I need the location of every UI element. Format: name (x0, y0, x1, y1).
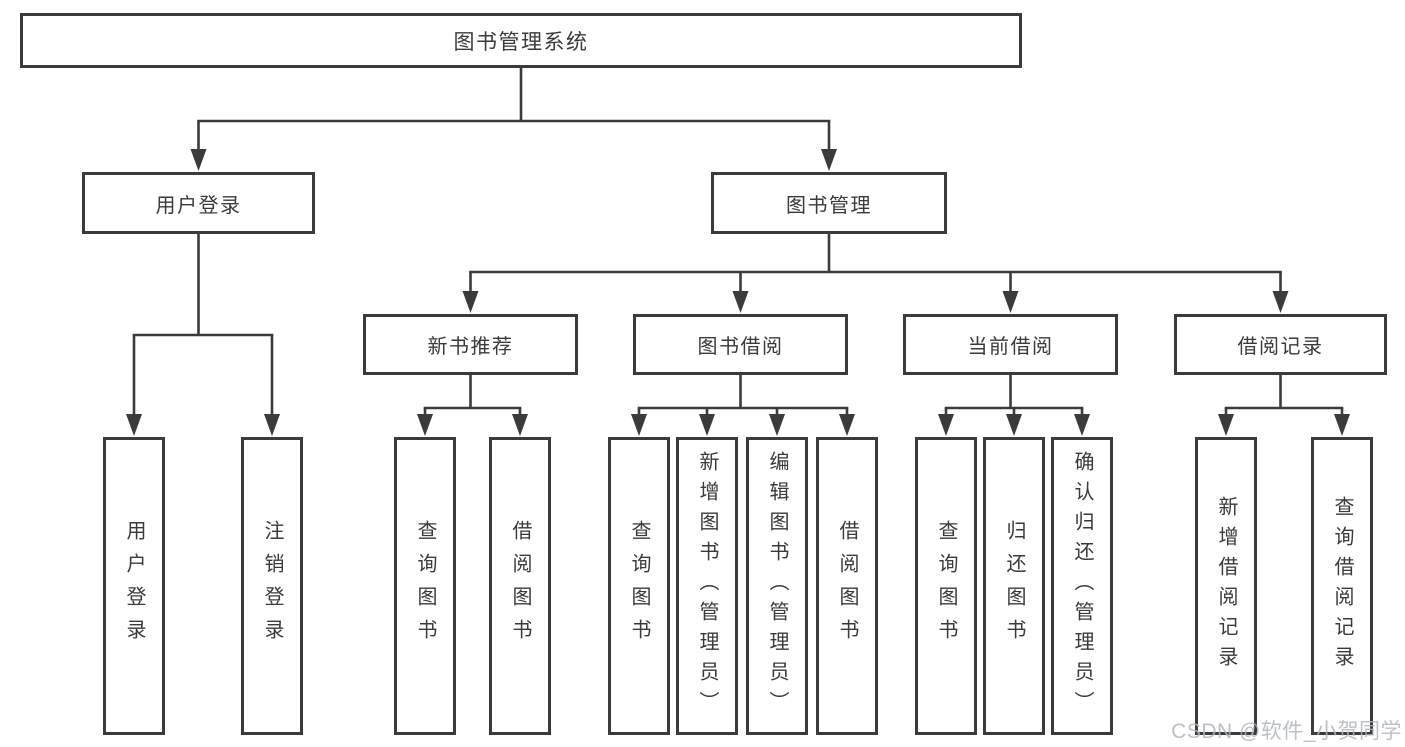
node-book-borrowing: 图书借阅 (633, 314, 848, 375)
node-label: 借阅记录 (1237, 336, 1324, 358)
node-label: 查询借阅记录 (1331, 496, 1353, 676)
node-cb-query-books: 查询图书 (915, 437, 977, 735)
node-label: 查询图书 (414, 520, 436, 652)
node-new-book-recommend: 新书推荐 (363, 314, 578, 375)
node-label: 图书借阅 (697, 336, 784, 358)
node-bb-borrow-books: 借阅图书 (816, 437, 878, 735)
node-br-add-record: 新增借阅记录 (1195, 437, 1257, 735)
node-borrowing-records: 借阅记录 (1174, 314, 1387, 375)
node-nb-query-books: 查询图书 (394, 437, 456, 735)
node-ul-logout: 注销登录 (241, 437, 303, 735)
node-cb-confirm-return: 确认归还（管理员） (1051, 437, 1113, 735)
node-bb-query-books: 查询图书 (608, 437, 670, 735)
node-label: 编辑图书（管理员） (766, 451, 788, 721)
node-current-borrowing: 当前借阅 (903, 314, 1118, 375)
node-user-login: 用户登录 (82, 172, 315, 234)
node-label: 新书推荐 (427, 336, 514, 358)
connector-book-management (462, 232, 1289, 313)
node-label: 新增图书（管理员） (696, 451, 718, 721)
connector-root (190, 66, 837, 171)
node-label: 新增借阅记录 (1215, 496, 1237, 676)
node-label: 当前借阅 (967, 336, 1054, 358)
node-cb-return-books: 归还图书 (983, 437, 1045, 735)
node-nb-borrow-books: 借阅图书 (489, 437, 551, 735)
node-label: 借阅图书 (509, 520, 531, 652)
node-label: 确认归还（管理员） (1071, 451, 1093, 721)
node-label: 借阅图书 (836, 520, 858, 652)
node-label: 用户登录 (155, 194, 242, 217)
node-label: 图书管理 (786, 194, 872, 217)
node-bb-edit-books: 编辑图书（管理员） (746, 437, 808, 735)
node-label: 查询图书 (628, 520, 650, 652)
connector-borrowing-records (1218, 373, 1350, 436)
connector-new-book-recommend (417, 373, 528, 436)
node-label: 归还图书 (1003, 520, 1025, 652)
node-ul-user-login: 用户登录 (103, 437, 165, 735)
connector-user-login (126, 232, 280, 436)
node-root: 图书管理系统 (20, 13, 1022, 68)
connector-current-borrowing (938, 373, 1090, 436)
node-label: 注销登录 (261, 520, 283, 652)
node-bb-add-books: 新增图书（管理员） (676, 437, 738, 735)
node-label: 查询图书 (935, 520, 957, 652)
node-label: 用户登录 (123, 520, 145, 652)
watermark-text: CSDN @软件_小贺同学 (1171, 720, 1402, 743)
node-br-query-record: 查询借阅记录 (1311, 437, 1373, 735)
connector-book-borrowing (631, 373, 855, 436)
node-label: 图书管理系统 (453, 30, 589, 54)
node-book-management: 图书管理 (711, 172, 947, 234)
